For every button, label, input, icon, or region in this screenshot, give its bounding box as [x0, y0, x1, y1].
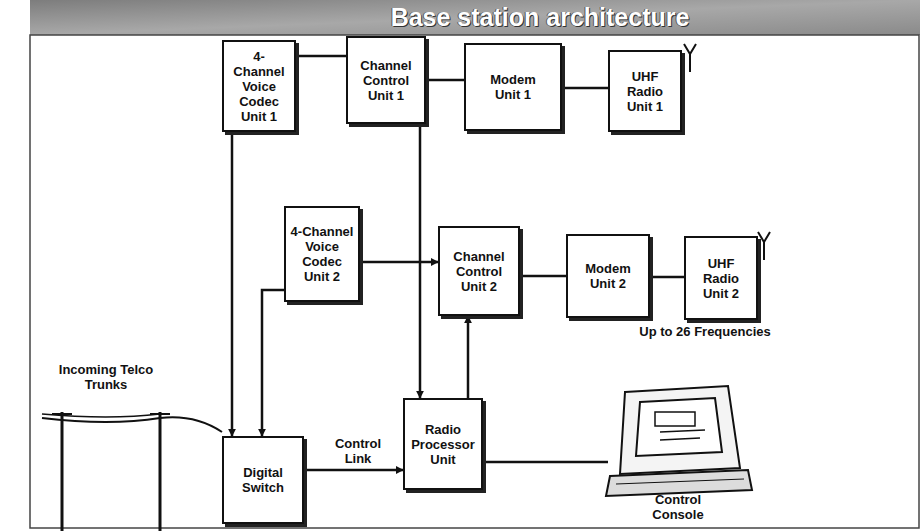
box-label: Radio Processor Unit [409, 422, 477, 467]
process-box: Radio Processor Unit [403, 398, 483, 490]
antenna-symbol [758, 232, 770, 260]
connector-line [562, 87, 608, 90]
box-label: 4-Channel Voice Codec Unit 2 [290, 224, 354, 284]
frame [30, 35, 919, 528]
connector-line [426, 79, 464, 82]
connector-line [304, 469, 403, 472]
connector-line [360, 261, 438, 264]
connector-line [483, 461, 608, 464]
antenna-symbol [684, 44, 696, 72]
process-box: UHF Radio Unit 1 [608, 50, 682, 132]
connector-line [520, 275, 566, 278]
process-box: 4-Channel Voice Codec Unit 1 [222, 40, 296, 132]
process-box: 4-Channel Voice Codec Unit 2 [284, 206, 360, 302]
box-label: Control Console [643, 492, 713, 522]
box-label: Modem Unit 2 [572, 261, 644, 291]
box-label: Channel Control Unit 2 [444, 249, 514, 294]
connector-label: Control Link [325, 436, 391, 466]
diagram-title: Base station architecture [240, 2, 840, 32]
process-box: Channel Control Unit 2 [438, 226, 520, 316]
connector-line [467, 316, 470, 398]
connector-line [419, 124, 422, 398]
annotation-label: Incoming Telco Trunks [58, 362, 154, 392]
box-label: UHF Radio Unit 2 [690, 256, 752, 301]
telephone-poles [42, 412, 222, 531]
box-label: UHF Radio Unit 1 [614, 69, 676, 114]
connector-line [262, 290, 284, 436]
box-label: Digital Switch [228, 465, 298, 495]
box-label: Modem Unit 1 [480, 72, 546, 102]
annotation-label: Up to 26 Frequencies [600, 324, 810, 339]
connector-line [650, 276, 684, 279]
process-box: Modem Unit 2 [566, 234, 650, 318]
process-box: UHF Radio Unit 2 [684, 236, 758, 320]
process-box: Modem Unit 1 [464, 43, 562, 131]
box-label: 4-Channel Voice Codec Unit 1 [228, 49, 290, 124]
connector-line [231, 132, 234, 436]
box-label: Channel Control Unit 1 [352, 58, 420, 103]
computer-terminal-icon [606, 386, 752, 496]
connector-line [296, 55, 346, 58]
title-band [30, 0, 920, 35]
process-box: Digital Switch [222, 436, 304, 524]
console-node: Control Console [600, 384, 756, 526]
process-box: Channel Control Unit 1 [346, 36, 426, 124]
